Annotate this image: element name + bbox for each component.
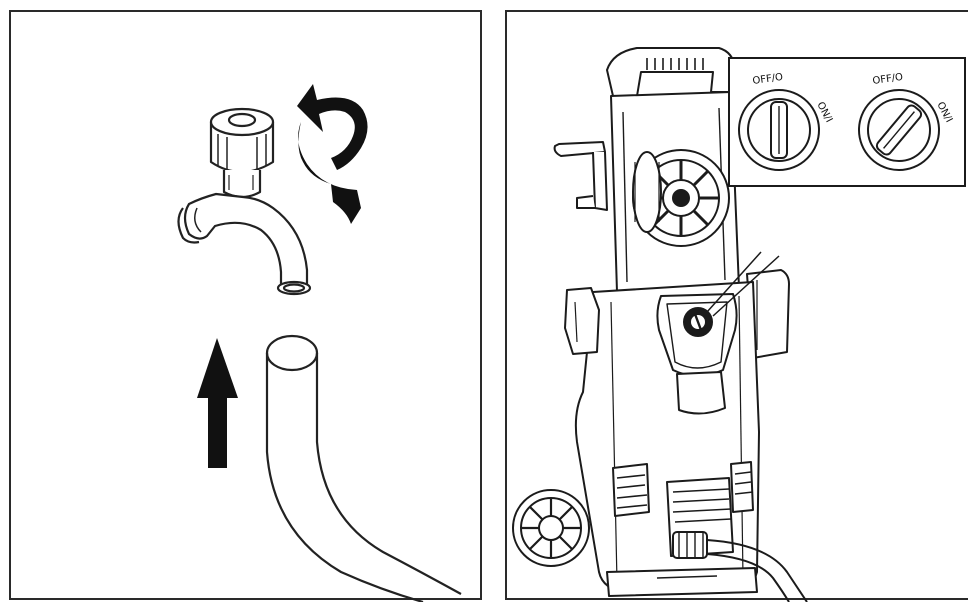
hose-icon (265, 334, 462, 602)
switch-off-label-right: OFF/O (872, 72, 904, 87)
switch-on-icon (858, 89, 940, 171)
switch-off-label-left: OFF/O (752, 72, 784, 87)
pressure-washer-illustration: OFF/O ON/I OFF/O ON/I (512, 47, 966, 602)
rotate-arrow-icon (297, 84, 368, 224)
pressure-washer-icon (512, 47, 808, 602)
up-arrow-icon (197, 338, 238, 468)
switch-off-icon (738, 89, 820, 171)
switch-panel: OFF/O ON/I OFF/O ON/I (505, 10, 968, 602)
tap-icon (177, 107, 312, 296)
tap-connection-illustration (177, 84, 462, 602)
switch-detail-callout: OFF/O ON/I OFF/O ON/I (728, 57, 966, 187)
tap-connection-panel (9, 10, 482, 602)
